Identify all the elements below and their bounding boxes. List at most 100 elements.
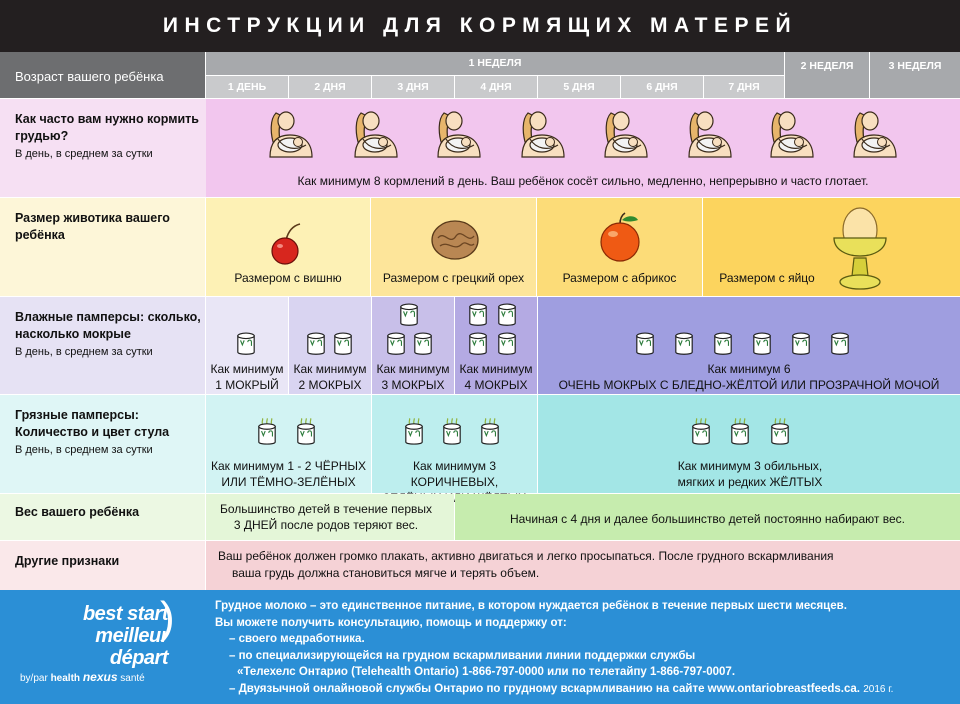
week-1-header: 1 НЕДЕЛЯ	[206, 52, 784, 75]
day-2-header: 2 ДНЯ	[289, 76, 371, 98]
dirty-title: Грязные памперсы: Количество и цвет стул…	[15, 408, 170, 439]
tummy-walnut-label: Размером с грецкий орех	[382, 271, 525, 285]
dirty-rest-text: Как минимум 3 обильных,мягких и редких Ж…	[677, 459, 823, 489]
wet-diaper-icon	[386, 332, 406, 356]
weight-label-bg	[0, 494, 205, 540]
mother-breastfeeding-icon	[347, 104, 403, 162]
tummy-egg-label: Размером с яйцо	[719, 271, 815, 285]
dirty-cell-rest	[538, 395, 960, 493]
walnut-icon	[430, 218, 480, 267]
wet-diaper-icon	[674, 332, 694, 356]
wet-subtitle: В день, в среднем за сутки	[15, 346, 153, 358]
cherry-icon	[268, 222, 304, 271]
tummy-cell-egg	[703, 198, 960, 296]
wet-title: Влажные памперсы: сколько, насколько мок…	[15, 310, 201, 341]
best-start-logo: best start meilleur départ	[82, 603, 169, 669]
wet-diaper-icon	[713, 332, 733, 356]
dirty-subtitle: В день, в среднем за сутки	[15, 444, 153, 456]
wet-diaper-icon	[497, 332, 517, 356]
dirty-row-label: Грязные памперсы: Количество и цвет стул…	[0, 395, 205, 493]
mother-breastfeeding-icon	[430, 104, 486, 162]
day-1-header: 1 ДЕНЬ	[206, 76, 288, 98]
other-label-bg	[0, 541, 205, 590]
feeding-row-label: Как часто вам нужно кормить грудью? В де…	[0, 99, 205, 197]
feeding-title: Как часто вам нужно кормить грудью?	[15, 112, 199, 143]
weight-title: Вес вашего ребёнка	[15, 505, 140, 519]
week-3-header: 3 НЕДЕЛЯ	[870, 52, 960, 98]
dirty-diaper-icon	[691, 418, 711, 446]
wet-diaper-icon	[306, 332, 326, 356]
nexus-byline: by/par health nexus santé	[20, 670, 145, 684]
day-4-header: 4 ДНЯ	[455, 76, 537, 98]
weight-cell-first-days	[206, 494, 454, 540]
weight-later-text: Начиная с 4 дня и далее большинство дете…	[510, 512, 905, 526]
dirty-diaper-icon	[770, 418, 790, 446]
wet-diaper-icon	[468, 303, 488, 327]
wet-diaper-icon	[497, 303, 517, 327]
tummy-cherry-label: Размером с вишню	[234, 271, 342, 285]
weight-cell-later	[455, 494, 960, 540]
dirty-diaper-icon	[730, 418, 750, 446]
other-row-label: Другие признаки	[0, 541, 205, 590]
day-5-header: 5 ДНЯ	[538, 76, 620, 98]
tummy-apricot-label: Размером с абрикос	[562, 271, 677, 285]
day-7-header: 7 ДНЯ	[704, 76, 784, 98]
logo-parenthesis: )	[160, 593, 175, 642]
mother-breastfeeding-icon	[846, 104, 902, 162]
wet-diaper-icon	[752, 332, 772, 356]
mother-breastfeeding-icon	[514, 104, 570, 162]
wet-cell-day2	[289, 297, 371, 394]
dirty-diaper-icon	[257, 418, 277, 446]
wet-label-bg	[0, 297, 205, 394]
wet-cell-day4	[455, 297, 537, 394]
mother-breastfeeding-icon	[763, 104, 819, 162]
day-6-header: 6 ДНЯ	[621, 76, 703, 98]
dirty-label-bg	[0, 395, 205, 493]
dirty-diaper-icon	[404, 418, 424, 446]
feeding-description: Как минимум 8 кормлений в день. Ваш ребё…	[297, 174, 869, 188]
weight-row-label: Вес вашего ребёнка	[0, 494, 205, 540]
other-cell	[206, 541, 960, 590]
mother-breastfeeding-icon	[262, 104, 318, 162]
wet-diaper-icon	[791, 332, 811, 356]
week-2-header: 2 НЕДЕЛЯ	[785, 52, 869, 98]
age-header-label: Возраст вашего ребёнка	[0, 52, 205, 98]
other-title: Другие признаки	[15, 554, 120, 568]
wet-diaper-icon	[399, 303, 419, 327]
dirty-diaper-icon	[480, 418, 500, 446]
tummy-title: Размер животика вашего ребёнка	[15, 211, 170, 242]
wet-diaper-icon	[413, 332, 433, 356]
tummy-row-label: Размер животика вашего ребёнка	[0, 198, 205, 296]
wet-diaper-icon	[468, 332, 488, 356]
dirty-diaper-icon	[442, 418, 462, 446]
feeding-row-cell	[206, 99, 960, 197]
day-3-header: 3 ДНЯ	[372, 76, 454, 98]
other-description: Ваш ребёнок должен громко плакать, актив…	[218, 549, 834, 580]
mother-breastfeeding-icon	[597, 104, 653, 162]
page-title: ИНСТРУКЦИИ ДЛЯ КОРМЯЩИХ МАТЕРЕЙ	[0, 0, 960, 52]
feeding-subtitle: В день, в среднем за сутки	[15, 148, 153, 160]
wet-cell-rest	[538, 297, 960, 394]
egg-in-cup-icon	[828, 202, 892, 299]
mother-breastfeeding-icon	[681, 104, 737, 162]
wet-diaper-icon	[830, 332, 850, 356]
footer	[0, 590, 960, 704]
tummy-label-bg	[0, 198, 205, 296]
wet-diaper-icon	[333, 332, 353, 356]
dirty-cell-days12	[206, 395, 371, 493]
wet-diaper-icon	[236, 332, 256, 356]
footer-year: 2016 г.	[863, 683, 894, 695]
dirty-diaper-icon	[296, 418, 316, 446]
wet-row-label: Влажные памперсы: сколько, насколько мок…	[0, 297, 205, 394]
wet-diaper-icon	[635, 332, 655, 356]
apricot-icon	[598, 212, 642, 267]
footer-text: Грудное молоко – это единственное питани…	[215, 600, 894, 695]
